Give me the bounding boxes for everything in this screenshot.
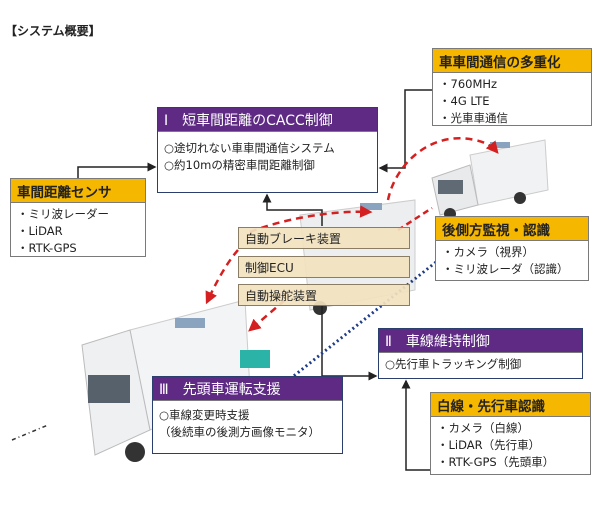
line-recognition-box: 白線・先行車認識 ・カメラ（白線） ・LiDAR（先行車） ・RTK-GPS（先頭車… bbox=[430, 392, 591, 475]
line-box-header: 白線・先行車認識 bbox=[431, 393, 590, 417]
distance-sensor-box: 車間距離センサ ・ミリ波レーダー・LiDAR ・RTK-GPS bbox=[10, 178, 146, 257]
comm-arrow-4 bbox=[248, 299, 286, 332]
comm-item: ・4G LTE bbox=[439, 94, 490, 108]
device-auto-steering: 自動操舵装置 bbox=[238, 284, 410, 306]
comm-item: ・光車車通信 bbox=[439, 111, 508, 125]
comm-arrow-5 bbox=[397, 206, 433, 232]
rear-item: ・ミリ波レーダ（認識） bbox=[442, 262, 569, 276]
lead-item: （後続車の後測方画像モニタ） bbox=[159, 425, 320, 439]
cacc-item: ○途切れない車車間通信システム bbox=[164, 141, 335, 155]
sensor-item: ・RTK-GPS bbox=[17, 241, 77, 255]
truck-rear bbox=[431, 139, 549, 220]
cacc-item: ○約10mの精密車間距離制御 bbox=[164, 158, 315, 172]
rear-side-monitor-box: 後側方監視・認識 ・カメラ（視界） ・ミリ波レーダ（認識） bbox=[435, 216, 589, 281]
comm-arrow-2 bbox=[249, 205, 373, 234]
lead-vehicle-support-box: Ⅲ 先頭車運転支援 ○車線変更時支援 （後続車の後測方画像モニタ） bbox=[152, 376, 343, 454]
sensor-item: ・ミリ波レーダー bbox=[17, 207, 109, 221]
page-title: 【システム概要】 bbox=[5, 24, 101, 38]
sensor-item: ・LiDAR bbox=[17, 224, 63, 238]
line-item: ・LiDAR（先行車） bbox=[437, 438, 541, 452]
comm-multiplex-box: 車車間通信の多重化 ・760MHz ・4G LTE ・光車車通信 bbox=[432, 48, 592, 126]
lead-item: ○車線変更時支援 bbox=[159, 408, 250, 422]
lead-box-header: Ⅲ 先頭車運転支援 bbox=[153, 377, 342, 401]
comm-arrow-1 bbox=[386, 137, 499, 201]
lead-direction-line bbox=[11, 424, 49, 441]
connector-devices-to-lane bbox=[321, 306, 378, 381]
lane-keeping-box: Ⅱ 車線維持制御 ○先行車トラッキング制御 bbox=[378, 328, 583, 379]
connector-linebox-to-lane bbox=[401, 379, 430, 471]
sensor-box-header: 車間距離センサ bbox=[11, 179, 145, 203]
cacc-box-header: Ⅰ 短車間距離のCACC制御 bbox=[158, 108, 377, 132]
comm-box-header: 車車間通信の多重化 bbox=[433, 49, 591, 73]
lane-item: ○先行車トラッキング制御 bbox=[385, 357, 522, 371]
lane-box-header: Ⅱ 車線維持制御 bbox=[379, 329, 582, 353]
device-auto-brake: 自動ブレーキ装置 bbox=[238, 227, 410, 249]
cacc-control-box: Ⅰ 短車間距離のCACC制御 ○途切れない車車間通信システム ○約10mの精密車間… bbox=[157, 107, 378, 193]
rear-item: ・カメラ（視界） bbox=[442, 245, 534, 259]
line-item: ・カメラ（白線） bbox=[437, 421, 529, 435]
connector-comm-to-cacc bbox=[378, 89, 432, 173]
comm-arrow-3 bbox=[205, 249, 239, 305]
rear-box-header: 後側方監視・認識 bbox=[436, 217, 588, 241]
comm-item: ・760MHz bbox=[439, 77, 498, 91]
line-item: ・RTK-GPS（先頭車） bbox=[437, 455, 555, 469]
device-control-ecu: 制御ECU bbox=[238, 256, 410, 278]
connector-devices-to-cacc bbox=[262, 193, 323, 226]
connector-sensor-to-cacc bbox=[77, 162, 157, 178]
